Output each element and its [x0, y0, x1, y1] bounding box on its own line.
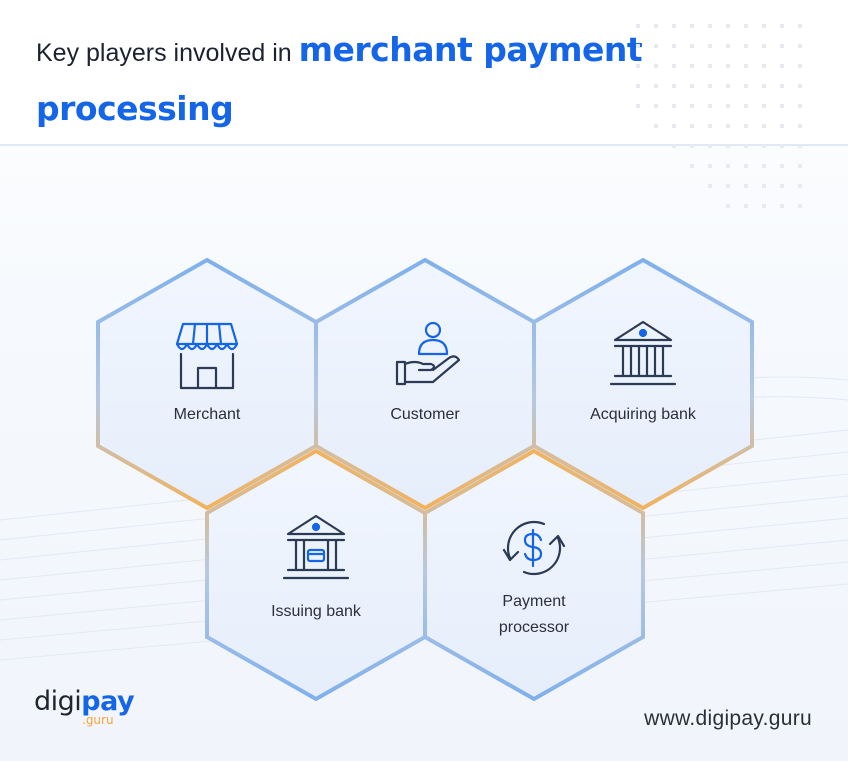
title-highlight-2: processing	[36, 89, 234, 128]
logo-digi: digi	[34, 686, 82, 717]
storefront-icon	[175, 322, 239, 390]
player-node: Customer	[314, 257, 536, 511]
player-node: Acquiring bank	[532, 257, 754, 511]
player-node: Payment processor	[423, 448, 645, 702]
logo-guru: .guru	[82, 713, 114, 727]
bank-card-icon	[282, 514, 350, 580]
title-highlight-1: merchant payment	[298, 30, 643, 69]
node-label: Payment	[502, 593, 566, 610]
bank-icon	[609, 320, 677, 386]
player-node: Issuing bank	[205, 448, 427, 702]
customer-hand-icon	[395, 321, 461, 386]
logo-pay: pay	[81, 686, 135, 717]
node-label: processor	[499, 619, 570, 636]
header-band: Key players involved in merchant payment…	[0, 0, 848, 208]
node-label: Issuing bank	[271, 603, 362, 620]
node-label: Merchant	[174, 406, 241, 423]
title-lead: Key players involved in	[36, 39, 299, 67]
dollar-cycle-icon	[502, 520, 566, 576]
node-label: Acquiring bank	[590, 406, 697, 423]
dot-pattern	[636, 24, 802, 208]
website-url: www.digipay.guru	[644, 707, 812, 730]
page-title: Key players involved in merchant payment…	[36, 24, 696, 142]
node-label: Customer	[390, 406, 460, 423]
digipay-logo: digipay .guru	[34, 686, 135, 728]
